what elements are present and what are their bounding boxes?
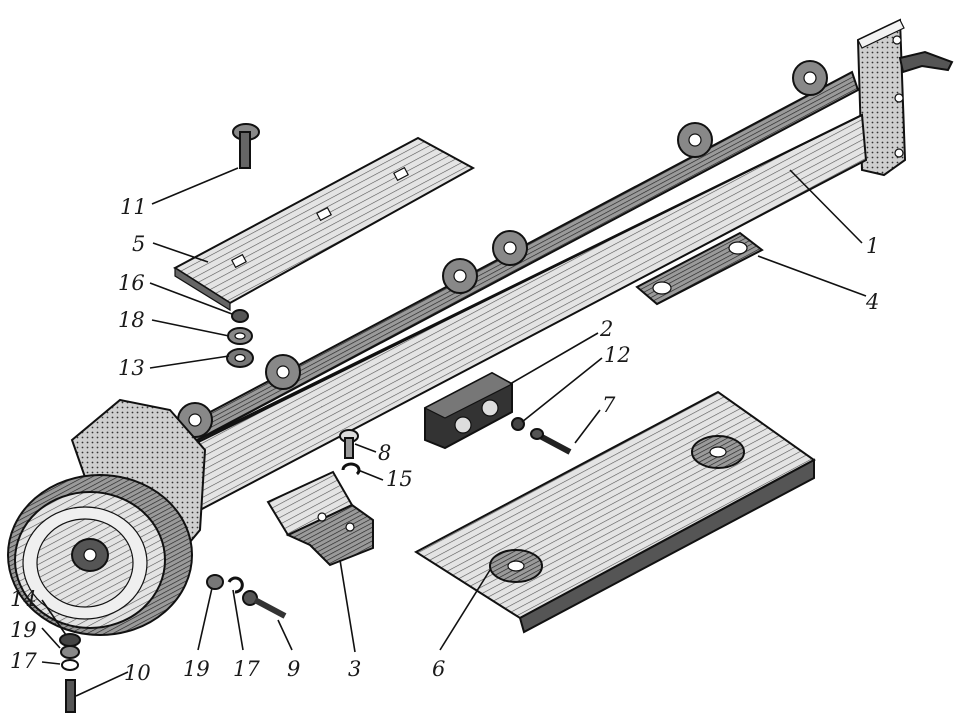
lock-washer-17-mid (227, 576, 244, 594)
callout-11: 11 (120, 195, 147, 219)
callout-17-low: 17 (10, 649, 37, 673)
nut-13 (226, 348, 254, 368)
callout-4: 4 (865, 290, 879, 314)
nut-14 (59, 633, 81, 647)
bolt-7 (530, 428, 572, 455)
plate-rosette-2 (691, 435, 745, 469)
callout-10: 10 (124, 661, 151, 685)
bolt-8 (339, 429, 359, 459)
base-plate (414, 390, 816, 634)
shaft-hub-4 (492, 230, 528, 266)
shaft-hub-6 (792, 60, 828, 96)
washer-19-low (60, 645, 80, 659)
washer-18 (227, 327, 253, 345)
bolt-9 (242, 590, 287, 619)
callout-6: 6 (432, 657, 445, 681)
clamp-block (423, 371, 514, 450)
main-shaft-tube (70, 18, 954, 562)
nut-12 (511, 417, 525, 431)
callout-14: 14 (10, 587, 37, 611)
lock-washer-17-low (61, 659, 79, 671)
callout-19-mid: 19 (183, 657, 210, 681)
top-plate (173, 136, 476, 312)
bolt-10 (65, 679, 76, 713)
callout-9: 9 (287, 657, 300, 681)
callout-16: 16 (118, 271, 145, 295)
callout-8: 8 (378, 441, 391, 465)
bolt-top (232, 123, 260, 169)
shaft-hub-5 (677, 122, 713, 158)
shaft-hub-3 (442, 258, 478, 294)
washer-19-mid (206, 574, 224, 590)
callout-7: 7 (602, 393, 616, 417)
angle-bracket (266, 470, 374, 567)
leader-lines (41, 167, 867, 697)
callout-1: 1 (866, 234, 879, 258)
callout-12: 12 (604, 343, 631, 367)
plate-rosette-1 (489, 549, 543, 583)
shaft-hub-2 (265, 354, 301, 390)
callout-18: 18 (118, 308, 145, 332)
callout-2: 2 (599, 317, 613, 341)
callout-labels: 11 5 16 18 13 1 4 2 12 7 8 15 3 6 9 17 1… (10, 195, 879, 685)
small-plate (635, 231, 764, 306)
callout-17-mid: 17 (233, 657, 260, 681)
callout-5: 5 (132, 232, 145, 256)
nut-16 (231, 309, 249, 323)
callout-15: 15 (386, 467, 413, 491)
callout-19-low: 19 (10, 618, 37, 642)
drive-pulley (7, 474, 193, 636)
spring-clip-15 (341, 462, 361, 476)
callout-3: 3 (348, 657, 361, 681)
callout-13: 13 (118, 356, 145, 380)
